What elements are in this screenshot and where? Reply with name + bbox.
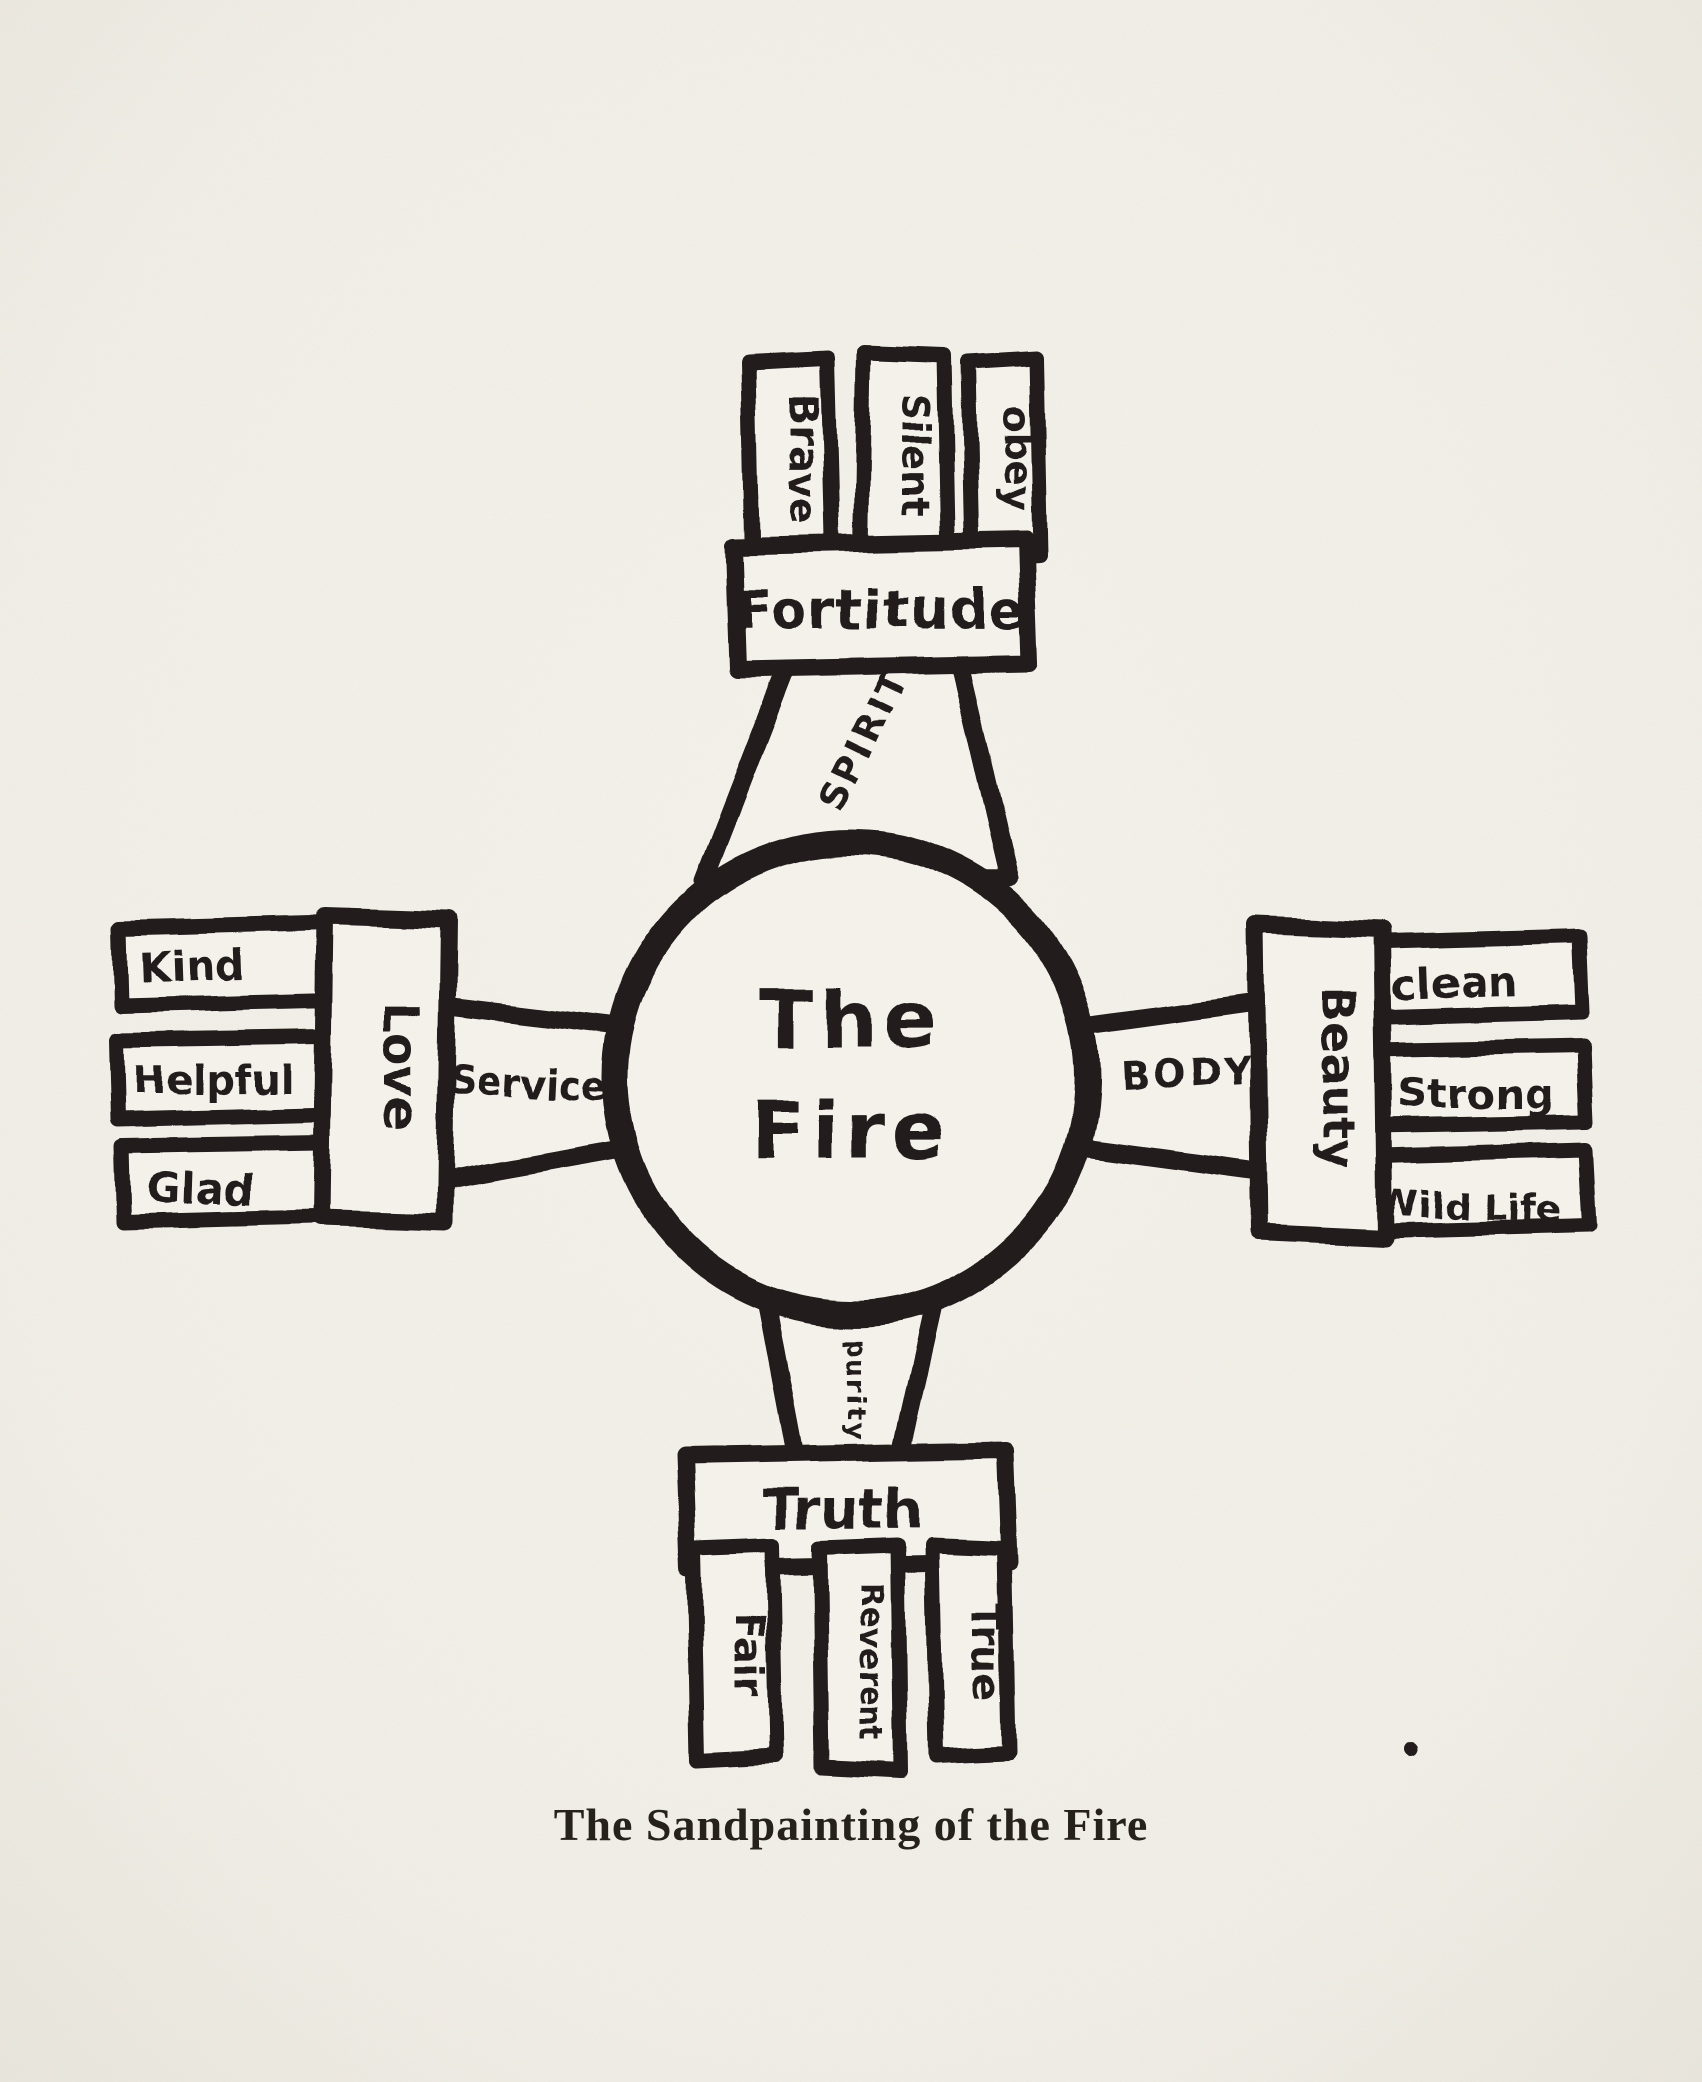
beauty-block-shape bbox=[1247, 916, 1395, 1247]
ink-dot bbox=[1405, 1741, 1419, 1755]
arm-purity-truth: Truth Fair Reverent True bbox=[675, 1271, 1019, 1780]
prong-reverent-shape bbox=[812, 1537, 908, 1780]
prong-label-clean: clean bbox=[1391, 957, 1519, 1010]
prong-label-obey: obey bbox=[995, 406, 1039, 510]
prong-true-shape bbox=[924, 1537, 1016, 1763]
center-label-the: The bbox=[759, 974, 943, 1067]
fortitude-block-shape bbox=[724, 531, 1039, 679]
connector-label-service: Service bbox=[448, 1057, 608, 1109]
prong-label-true: True bbox=[962, 1603, 1008, 1701]
prong-label-wildlife: Wild Life bbox=[1378, 1182, 1562, 1231]
diagram-ink: Brave Silent obey Fortitude Kind Helpful… bbox=[108, 344, 1598, 1780]
arm-spirit-fortitude: Brave Silent obey Fortitude bbox=[694, 344, 1048, 891]
prong-label-kind: Kind bbox=[139, 939, 248, 992]
fire-circle: The Fire bbox=[602, 829, 1100, 1327]
prong-label-silent: Silent bbox=[894, 394, 937, 515]
block-label-truth: Truth bbox=[763, 1478, 923, 1541]
block-label-fortitude: Fortitude bbox=[735, 578, 1026, 641]
love-block-shape bbox=[312, 907, 457, 1231]
prong-label-fair: Fair bbox=[725, 1612, 771, 1698]
prong-label-reverent: Reverent bbox=[852, 1582, 888, 1742]
prong-fair-shape bbox=[686, 1537, 784, 1768]
prong-obey-shape bbox=[960, 350, 1048, 568]
block-label-beauty: Beauty bbox=[1311, 987, 1365, 1169]
connector-label-purity: purity bbox=[840, 1338, 871, 1442]
prong-label-strong: Strong bbox=[1398, 1070, 1554, 1118]
prong-label-glad: Glad bbox=[146, 1163, 255, 1216]
figure-caption: The Sandpainting of the Fire bbox=[554, 1799, 1149, 1850]
prong-label-brave: Brave bbox=[780, 395, 826, 525]
prong-label-helpful: Helpful bbox=[132, 1058, 295, 1104]
connector-label-body: BODY bbox=[1120, 1048, 1256, 1099]
block-label-love: Love bbox=[373, 1002, 429, 1129]
arm-body-beauty: clean Strong Wild Life Beauty bbox=[1063, 916, 1598, 1247]
fire-circle-shape bbox=[602, 829, 1100, 1327]
center-label-fire: Fire bbox=[751, 1084, 951, 1177]
